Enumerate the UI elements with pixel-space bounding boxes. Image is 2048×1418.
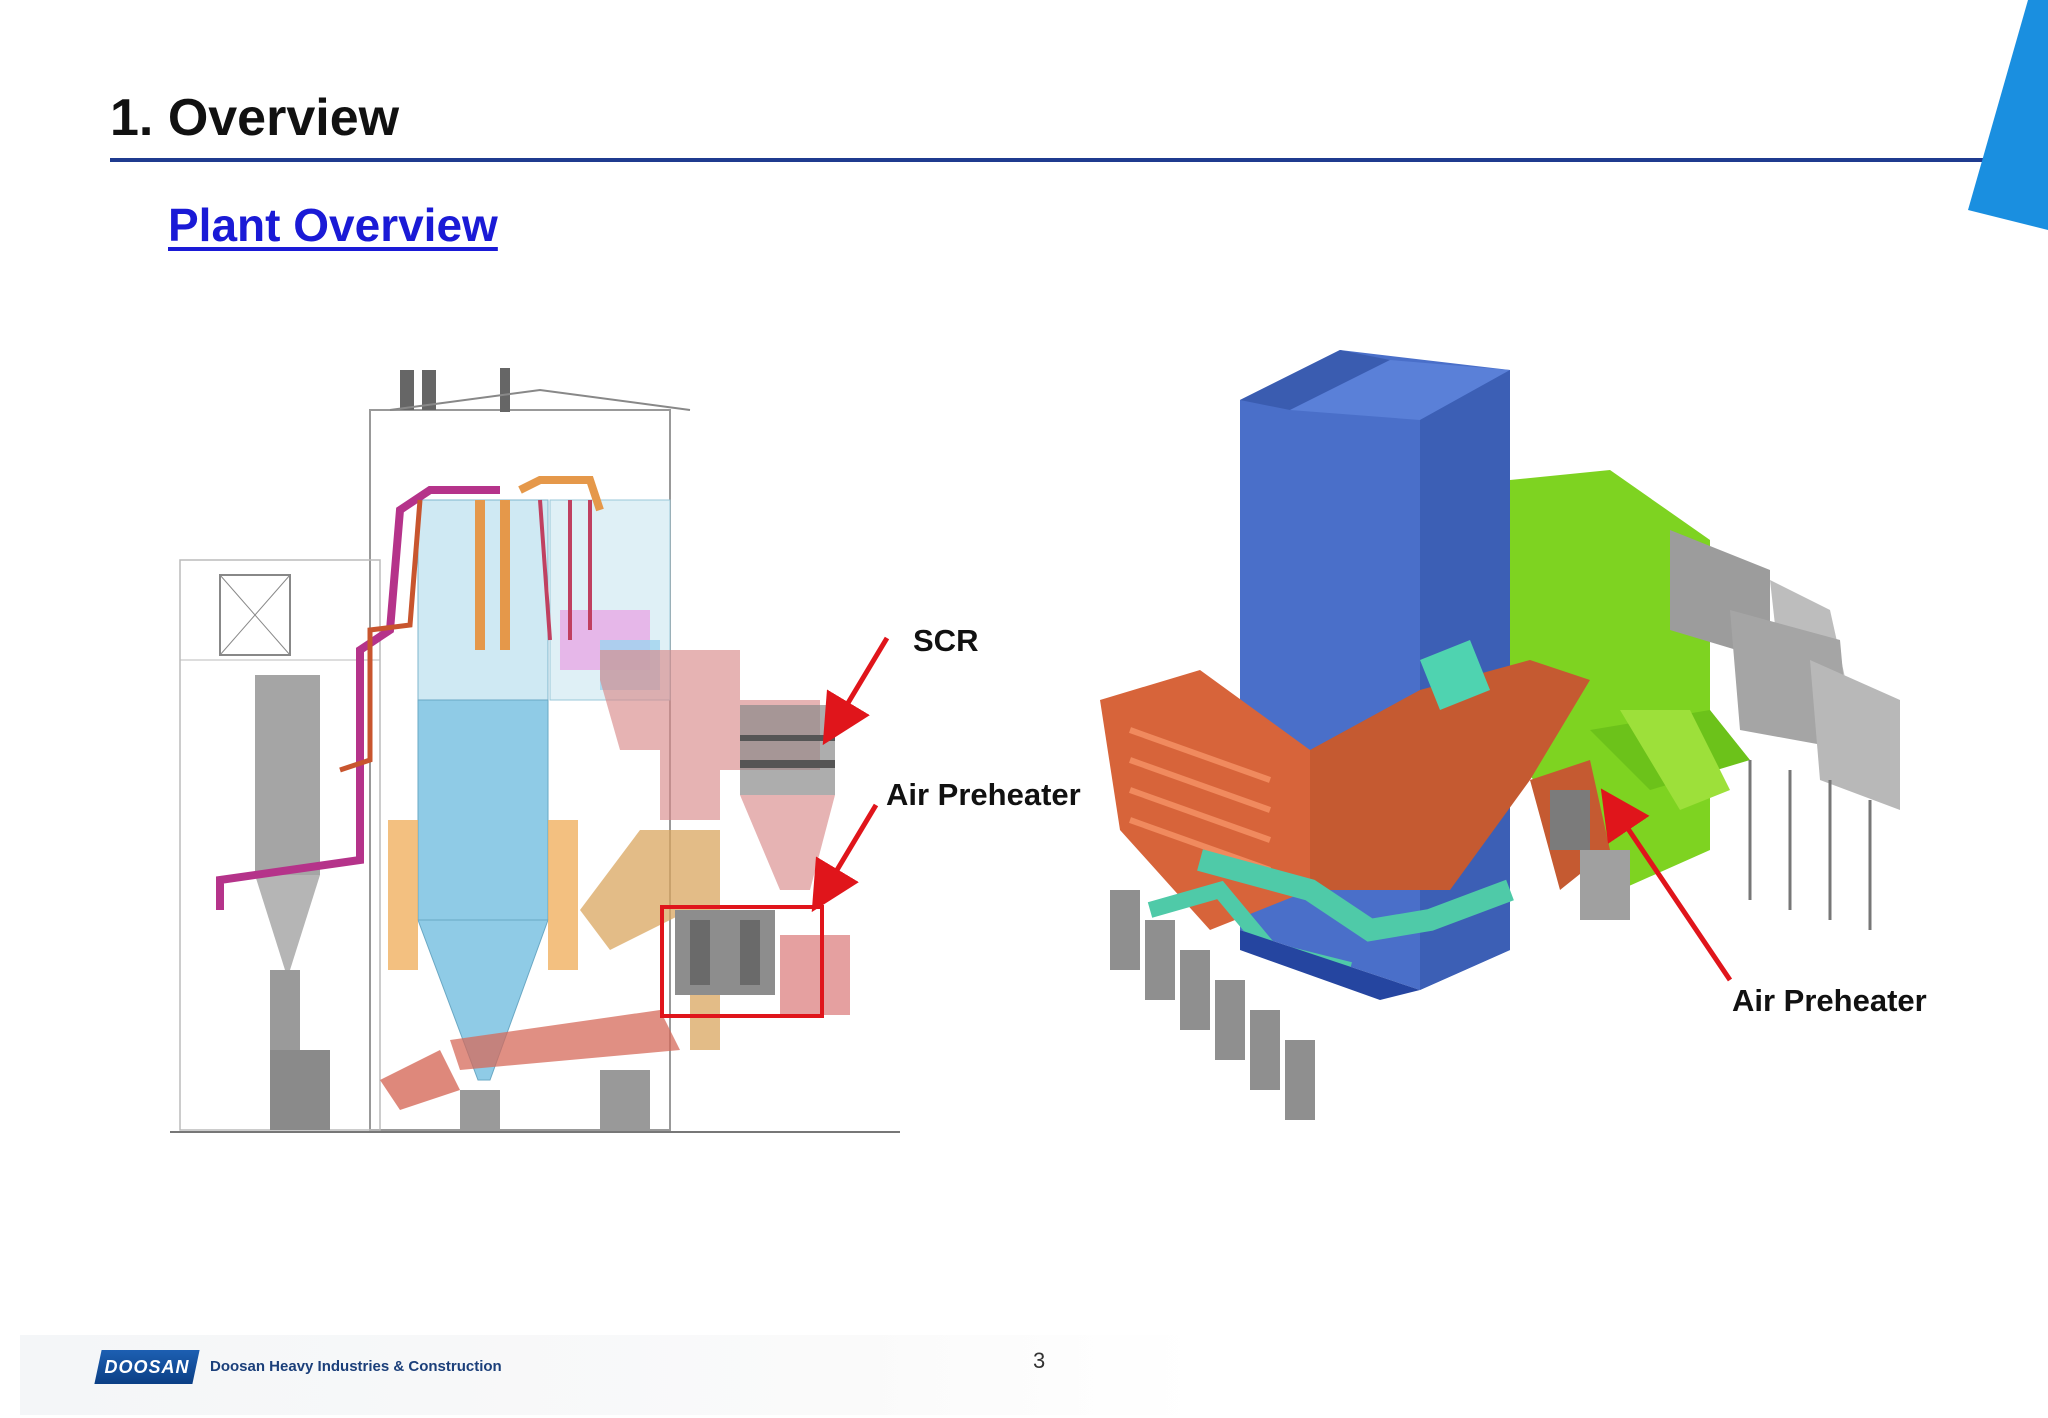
scr-label: SCR [913,623,979,658]
company-name: Doosan Heavy Industries & Construction [210,1358,502,1375]
footer-bar [20,1335,1200,1415]
title-divider [110,158,2000,162]
plant-3d-model [1100,350,1900,1120]
air-preheater-label-left: Air Preheater [886,777,1081,812]
doosan-logo: DOOSAN [94,1350,200,1384]
boiler-elevation-diagram [170,368,900,1133]
page-number: 3 [1033,1348,1046,1373]
page-title: 1. Overview [110,89,400,147]
corner-accent [1968,0,2048,230]
section-link-plant-overview[interactable]: Plant Overview [168,199,498,251]
air-preheater-highlight-box [660,905,824,1018]
air-preheater-label-right: Air Preheater [1732,983,1927,1018]
